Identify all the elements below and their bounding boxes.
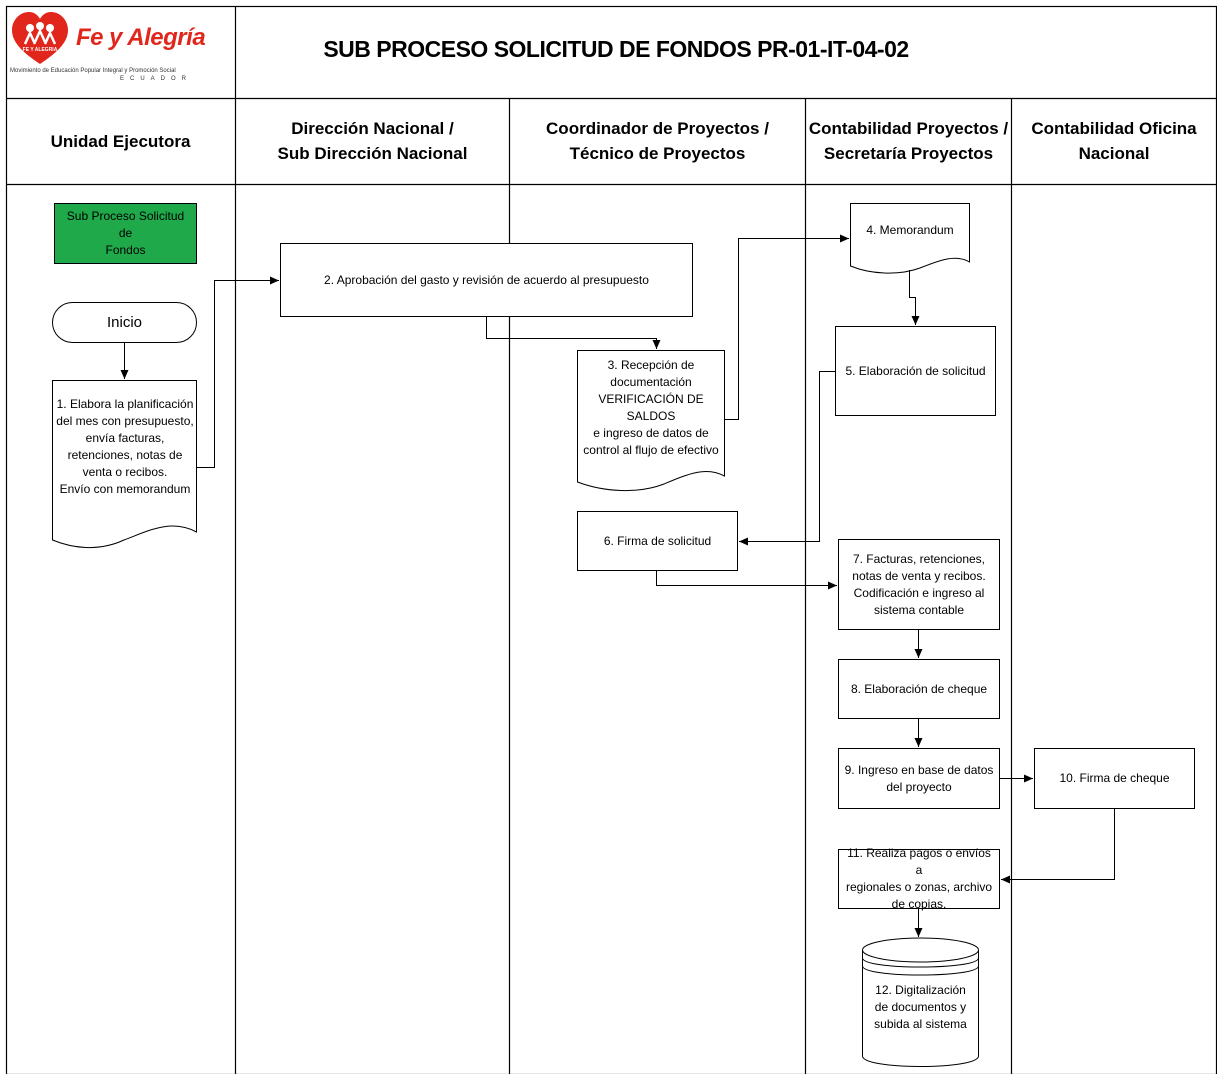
step-11-line: regionales o zonas, archivo <box>845 880 993 894</box>
step-6-label: 6. Firma de solicitud <box>603 533 712 548</box>
step-3-line: VERIFICACIÓN DE SALDOS <box>598 392 704 423</box>
step-12-line: de documentos y <box>874 1000 967 1014</box>
step-11-process-shape[interactable] <box>838 849 1000 909</box>
lane-header-line1: Contabilidad Oficina <box>1031 119 1197 138</box>
subprocess-box[interactable] <box>54 203 197 264</box>
step-7-line: 7. Facturas, retenciones, <box>852 551 986 566</box>
step-11-line: 11. Realiza pagos o envíos a <box>847 846 991 877</box>
lane-header-contabilidad-oficina: Contabilidad Oficina Nacional <box>1012 98 1216 184</box>
step-1-line: 1. Elabora la planificación <box>56 397 194 411</box>
step-3-document-shape[interactable] <box>577 350 725 491</box>
lane-header-coordinador: Coordinador de Proyectos / Técnico de Pr… <box>510 98 805 184</box>
step-1-document-shape[interactable] <box>52 380 197 549</box>
connector-10-to-11 <box>1001 808 1115 884</box>
subprocess-label: Sub Proceso Solicitud de Fondos <box>55 204 196 263</box>
logo-badge: FE Y ALEGRIA <box>23 47 58 53</box>
lane-header-line2: Sub Dirección Nacional <box>277 144 468 163</box>
step-5-label: 5. Elaboración de solicitud <box>845 363 986 378</box>
step-3-line: e ingreso de datos de <box>593 426 709 440</box>
connector-1-to-2 <box>196 276 279 468</box>
step-12-database-shape[interactable] <box>862 937 979 1067</box>
step-12-line: subida al sistema <box>874 1017 967 1031</box>
step-11-line: de copias. <box>891 897 947 911</box>
connector-6-to-7 <box>656 570 837 590</box>
step-7-line: sistema contable <box>873 602 965 617</box>
page-title: SUB PROCESO SOLICITUD DE FONDOS PR-01-IT… <box>323 36 909 62</box>
lane-header-line2: Nacional <box>1078 144 1150 163</box>
step-3-line: documentación <box>610 375 692 389</box>
lane-header-line2: Técnico de Proyectos <box>569 144 746 163</box>
logo-wordmark: Fe y Alegría <box>76 24 206 51</box>
step-11-label: 11. Realiza pagos o envíos a regionales … <box>839 846 999 911</box>
step-7-line: notas de venta y recibos. <box>852 568 986 583</box>
connector-2-to-3 <box>486 316 661 349</box>
step-1-line: envía facturas, <box>85 431 165 445</box>
step-2-label: 2. Aprobación del gasto y revisión de ac… <box>324 272 649 287</box>
logo-country: ECUADOR <box>120 76 193 82</box>
connector-5-to-6 <box>739 371 836 546</box>
step-9-label: 9. Ingreso en base de datos del proyecto <box>839 749 999 808</box>
step-10-process-shape[interactable] <box>1034 748 1195 809</box>
step-7-label: 7. Facturas, retenciones, notas de venta… <box>839 540 999 629</box>
logo-heart-icon: FE Y ALEGRIA <box>12 12 68 64</box>
step-1-line: venta o recibos. <box>82 465 168 479</box>
step-9-line: 9. Ingreso en base de datos <box>844 762 994 777</box>
step-4-label: 4. Memorandum <box>866 223 954 237</box>
step-10-label: 10. Firma de cheque <box>1059 771 1170 785</box>
step-1-label: 1. Elabora la planificación del mes con … <box>50 396 200 498</box>
logo-tagline: Movimiento de Educación Popular Integral… <box>10 68 176 74</box>
step-3-line: 3. Recepción de <box>607 358 695 372</box>
subprocess-label-line: Sub Proceso Solicitud de <box>66 209 185 240</box>
step-9-line: del proyecto <box>886 779 952 794</box>
start-label: Inicio <box>106 314 143 331</box>
step-3-label: 3. Recepción de documentación VERIFICACI… <box>574 357 728 459</box>
step-9-process-shape[interactable] <box>838 748 1000 809</box>
lane-header-contabilidad-proyectos: Contabilidad Proyectos / Secretaría Proy… <box>806 98 1011 184</box>
step-12-line: 12. Digitalización <box>875 983 966 997</box>
step-1-line: Envío con memorandum <box>59 482 191 496</box>
connectors <box>120 234 1115 937</box>
step-1-line: retenciones, notas de <box>67 448 183 462</box>
step-7-line: Codificación e ingreso al <box>853 585 985 600</box>
step-1-line: del mes con presupuesto, <box>56 414 194 428</box>
step-8-process-shape[interactable] <box>838 659 1000 719</box>
lane-header-line1: Dirección Nacional / <box>291 119 454 138</box>
step-6-process-shape[interactable] <box>577 511 738 571</box>
lane-header-direccion-nacional: Dirección Nacional / Sub Dirección Nacio… <box>236 98 509 184</box>
subprocess-label-line: Fondos <box>105 243 146 257</box>
lane-header-unidad-ejecutora: Unidad Ejecutora <box>6 98 235 184</box>
step-3-line: control al flujo de efectivo <box>583 443 719 457</box>
step-2-process-shape[interactable] <box>280 243 693 317</box>
lane-header-line1: Unidad Ejecutora <box>50 131 191 151</box>
connector-4-to-5 <box>909 270 920 325</box>
lane-header-line1: Contabilidad Proyectos / <box>808 119 1009 138</box>
lane-header-line1: Coordinador de Proyectos / <box>546 119 769 138</box>
step-4-document-shape[interactable] <box>850 203 970 274</box>
connector-3-to-4 <box>724 234 849 420</box>
lane-header-line2: Secretaría Proyectos <box>823 144 994 163</box>
step-8-label: 8. Elaboración de cheque <box>850 681 988 696</box>
step-12-label: 12. Digitalización de documentos y subid… <box>862 982 979 1033</box>
